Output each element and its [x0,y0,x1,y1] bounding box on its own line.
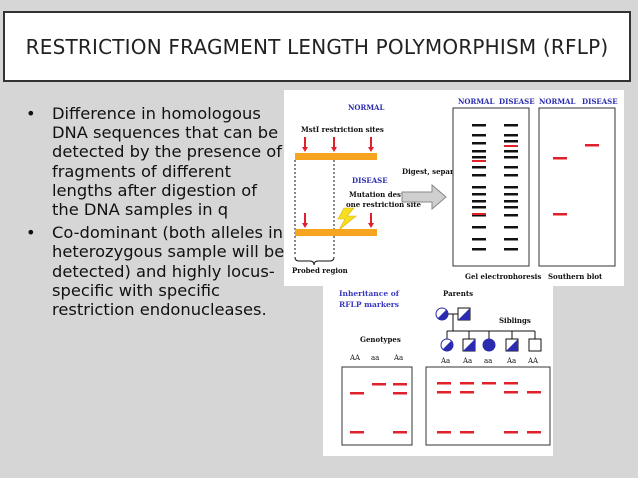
southern-box [538,107,616,267]
rflp-diagram: NORMAL MstI restriction sites DISEASE Mu… [284,90,624,286]
mutation-note: Mutation destroys [349,190,421,199]
parents-label: Parents [443,289,473,298]
pedigree-drops [446,331,536,339]
bullet-list: Difference in homologous DNA sequences t… [26,104,288,323]
normal-dna-bar [295,153,377,160]
left-gel-bands [350,383,407,434]
gel-bands-disease [504,124,518,251]
title-box: RESTRICTION FRAGMENT LENGTH POLYMORPHISM… [3,11,631,82]
right-gel-bands [437,382,541,434]
southern-label: Southern blot [548,272,603,281]
lane-normal-label: NORMAL [458,97,494,106]
lane-normal-label: NORMAL [539,97,575,106]
probed-region-label: Probed region [292,266,348,275]
disease-dna-bar [295,229,377,236]
slide-title: RESTRICTION FRAGMENT LENGTH POLYMORPHISM… [25,34,609,59]
msti-site-label: MstI restriction sites [301,125,384,134]
digest-arrow-icon [401,183,447,211]
digest-label: Digest, separate [402,167,466,176]
genotype-label: AA [349,354,361,362]
genotype-label: AA [527,357,539,365]
genotype-label: Aa [506,357,516,365]
parent-male-half [458,308,470,320]
sibling-half [442,340,453,351]
disease-label: DISEASE [352,176,388,185]
mutation-note: one restriction site [346,200,421,209]
sibling-symbol [482,338,496,352]
sibling-half [506,339,518,351]
bullet-item: Difference in homologous DNA sequences t… [26,104,288,219]
inheritance-title: RFLP markers [339,300,399,309]
probe-brace [294,256,335,266]
normal-cut-arrows [302,137,374,152]
siblings-label: Siblings [499,316,531,325]
disease-cut-arrows [302,213,374,228]
southern-bands [553,144,599,216]
sibling-symbol [528,338,542,352]
gel-red-bands [472,145,518,215]
genotypes-label: Genotypes [360,335,401,344]
gel-label: Gel electrophoresis [465,272,541,281]
inheritance-diagram: Inheritance of RFLP markers Parents Sibl… [323,279,553,456]
genotype-label: aa [484,357,492,365]
inheritance-title: Inheritance of [339,289,400,298]
parent-female-half [437,309,448,320]
genotype-label: Aa [440,357,450,365]
gel-bands-normal [472,124,486,251]
lightning-icon [337,207,357,231]
genotype-label: Aa [393,354,403,362]
bullet-item: Co-dominant (both alleles in heterozygou… [26,223,288,319]
lane-disease-label: DISEASE [499,97,535,106]
sibling-half [463,339,475,351]
genotype-label: Aa [462,357,472,365]
normal-label: NORMAL [348,103,384,112]
lane-disease-label: DISEASE [582,97,618,106]
genotype-label: aa [371,354,379,362]
